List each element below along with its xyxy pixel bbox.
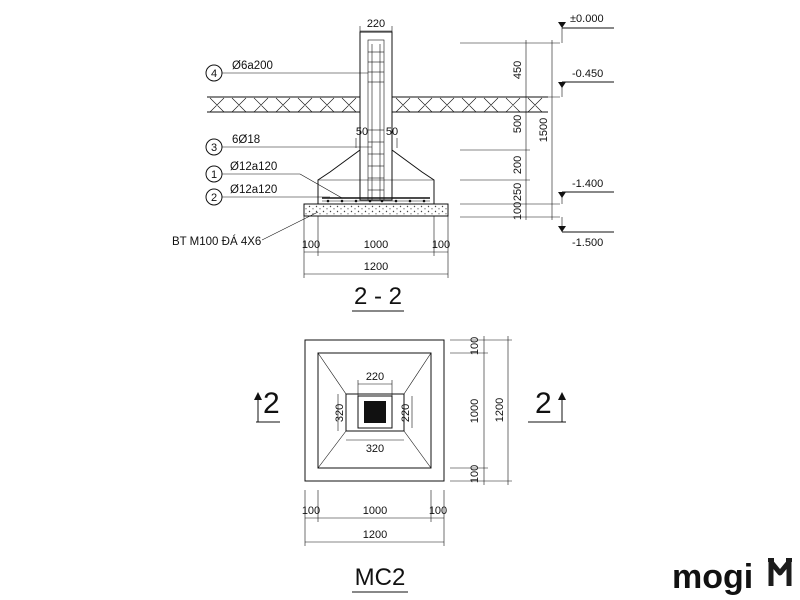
cover-left-label: 50 <box>356 126 368 138</box>
svg-text:-0.450: -0.450 <box>572 68 603 80</box>
plan-top-dim: 220 <box>366 371 384 383</box>
concrete-note: BT M100 ĐÁ 4X6 <box>172 211 319 248</box>
plan-bottom-dims: 100 1000 100 1200 <box>302 490 447 546</box>
svg-text:2: 2 <box>211 192 217 204</box>
column-section <box>364 401 386 423</box>
callout-2-text: Ø12a120 <box>230 184 277 196</box>
svg-text:1500: 1500 <box>538 118 550 142</box>
section-marker-left: 2 <box>254 387 280 423</box>
svg-text:1200: 1200 <box>494 398 506 422</box>
column: 220 <box>359 18 393 201</box>
footing-pedestal <box>317 149 435 205</box>
svg-text:2: 2 <box>263 387 280 420</box>
cover-labels: 50 50 <box>355 126 398 148</box>
section-title: 2 - 2 <box>352 283 404 312</box>
svg-text:100: 100 <box>432 239 450 251</box>
svg-text:100: 100 <box>302 505 320 517</box>
plan-title: MC2 <box>352 564 408 593</box>
ground-line <box>207 96 548 113</box>
svg-text:-1.500: -1.500 <box>572 237 603 249</box>
svg-text:500: 500 <box>512 115 524 133</box>
svg-text:±0.000: ±0.000 <box>570 13 604 25</box>
svg-text:100: 100 <box>469 465 481 483</box>
concrete-note-text: BT M100 ĐÁ 4X6 <box>172 235 261 248</box>
lean-concrete <box>303 203 449 217</box>
svg-text:1200: 1200 <box>364 261 388 273</box>
callout-1-text: Ø12a120 <box>230 161 277 173</box>
callout-4-text: Ø6a200 <box>232 60 273 72</box>
svg-text:1000: 1000 <box>469 399 481 423</box>
level-2: -1.400 <box>558 178 614 204</box>
plan-right-dim: 220 <box>400 404 412 422</box>
svg-text:1000: 1000 <box>363 505 387 517</box>
level-0: ±0.000 <box>558 13 614 43</box>
logo-text: mogi <box>672 558 753 596</box>
section-marker-right: 2 <box>528 387 566 423</box>
stirrups <box>368 51 384 191</box>
bottom-rebar <box>322 197 430 203</box>
cover-right-label: 50 <box>386 126 398 138</box>
section-vertical-dims: 450 500 200 250 100 1500 <box>460 40 560 220</box>
column-width-label: 220 <box>367 18 385 30</box>
callout-1: 1 Ø12a120 <box>205 161 343 199</box>
section-bottom-dims: 100 1000 100 1200 <box>302 216 450 278</box>
svg-text:100: 100 <box>429 505 447 517</box>
svg-text:1200: 1200 <box>363 529 387 541</box>
svg-text:3: 3 <box>211 142 217 154</box>
callout-3-text: 6Ø18 <box>232 134 260 146</box>
level-3: -1.500 <box>558 217 614 249</box>
plan-view: 220 320 320 220 2 2 100 1000 <box>254 336 566 593</box>
plan-right-dims: 100 1000 100 1200 <box>450 336 512 485</box>
level-1: -0.450 <box>558 68 614 97</box>
logo-mark-icon <box>768 558 792 586</box>
svg-text:1000: 1000 <box>364 239 388 251</box>
callout-3: 3 6Ø18 <box>205 134 372 156</box>
svg-text:450: 450 <box>512 61 524 79</box>
svg-text:100: 100 <box>469 337 481 355</box>
svg-text:100: 100 <box>512 202 524 220</box>
level-marks: ±0.000 -0.450 -1.400 -1.500 <box>558 13 614 249</box>
svg-text:250: 250 <box>512 183 524 201</box>
svg-text:1: 1 <box>211 169 217 181</box>
svg-text:4: 4 <box>211 68 217 80</box>
callout-2: 2 Ø12a120 <box>205 184 330 206</box>
svg-text:-1.400: -1.400 <box>572 178 603 190</box>
section-title-text: 2 - 2 <box>354 283 402 310</box>
mogi-logo: mogi <box>672 558 792 596</box>
section-view: 220 50 50 <box>172 13 614 312</box>
svg-text:200: 200 <box>512 156 524 174</box>
svg-text:2: 2 <box>535 387 552 420</box>
plan-bottom-dim: 320 <box>366 443 384 455</box>
rebar-callouts: 4 Ø6a200 3 6Ø18 1 Ø12a120 2 Ø1 <box>172 60 372 248</box>
svg-text:100: 100 <box>302 239 320 251</box>
plan-left-dim: 320 <box>334 404 346 422</box>
plan-title-text: MC2 <box>355 564 406 591</box>
callout-4: 4 Ø6a200 <box>205 60 368 82</box>
